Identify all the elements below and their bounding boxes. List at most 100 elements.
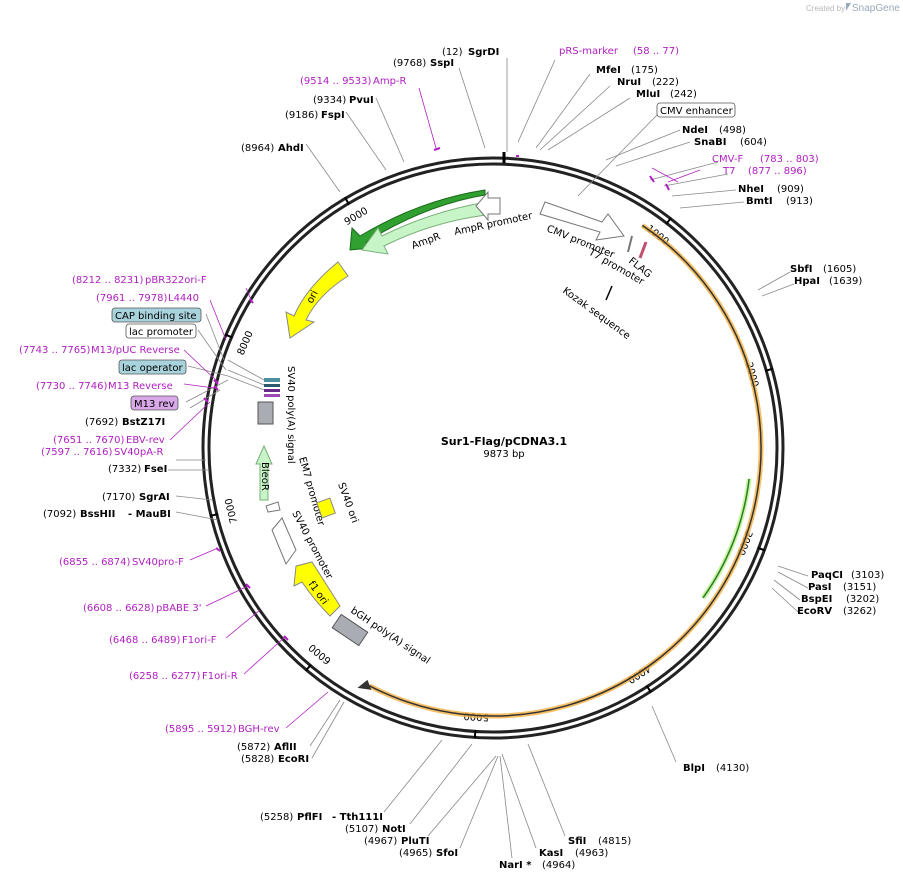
primer-bgh-rev[interactable]: BGH-rev: [238, 724, 280, 735]
site-paqci-pos: (3103): [851, 570, 884, 581]
primer-ebv-rev-range: (7651 .. 7670): [53, 435, 125, 446]
site-sgrdi[interactable]: SgrDI: [468, 47, 499, 58]
sv40-polya-block: [257, 401, 274, 425]
site-fspi[interactable]: FspI: [321, 110, 345, 121]
site-ahdi-pos: (8964): [241, 143, 274, 154]
site-noti[interactable]: NotI: [382, 824, 406, 835]
ampr-outer-arrow: [349, 189, 486, 251]
primer-f1ori-r[interactable]: F1ori-R: [202, 671, 238, 682]
site-snabi[interactable]: SnaBI: [694, 137, 726, 148]
t7-promoter-mark: [627, 235, 633, 253]
insert-arc: [357, 223, 764, 719]
site-ndei[interactable]: NdeI: [682, 125, 708, 136]
site-sbfi[interactable]: SbfI: [790, 264, 812, 275]
site-ahdi[interactable]: AhdI: [278, 143, 304, 154]
primer-prs-marker-range: (58 .. 77): [633, 46, 679, 57]
cmv-enhancer-label[interactable]: CMV enhancer: [660, 106, 734, 117]
lac-operator-mark: [264, 389, 280, 392]
primer-marks: [203, 147, 670, 641]
primer-sv40pro-f[interactable]: SV40pro-F: [132, 557, 184, 568]
tick-mark: [344, 196, 350, 205]
plasmid-length: 9873 bp: [483, 449, 524, 460]
site-bspei-pos: (3202): [846, 594, 879, 605]
site-maubi[interactable]: - MauBI: [128, 509, 171, 520]
m13-rev-box: [130, 395, 179, 411]
site-kasi[interactable]: KasI: [539, 848, 563, 859]
site-sfii[interactable]: SfiI: [568, 836, 586, 847]
site-sgrdi-pos: (12): [442, 47, 463, 58]
site-nrui[interactable]: NruI: [617, 77, 641, 88]
site-nhei[interactable]: NheI: [738, 184, 764, 195]
primer-pbabe-3[interactable]: pBABE 3': [156, 603, 202, 614]
site-nari-pos: (4964): [542, 860, 575, 871]
site-pasi-pos: (3151): [843, 582, 876, 593]
site-bsshii-pos: (7092): [43, 509, 76, 520]
site-bspei[interactable]: BspEI: [801, 594, 832, 605]
site-tth111i[interactable]: - Tth111I: [332, 812, 383, 823]
sv40-ori-label: SV40 ori: [335, 481, 360, 524]
site-mlui[interactable]: MluI: [636, 89, 660, 100]
bleor-label: BleoR: [259, 462, 270, 491]
primer-sv40pro-f-range: (6855 .. 6874): [59, 557, 131, 568]
primer-amp-r[interactable]: Amp-R: [373, 76, 407, 87]
site-fsei[interactable]: FseI: [144, 464, 167, 475]
kozak-label: Kozak sequence: [560, 286, 632, 342]
primer-sv40pa-r[interactable]: SV40pA-R: [114, 447, 163, 458]
leader-lines: [168, 58, 809, 859]
site-blpi[interactable]: BlpI: [683, 763, 705, 774]
primer-t7[interactable]: T7: [722, 166, 735, 177]
primer-m13-reverse-range: (7730 .. 7746): [36, 381, 108, 392]
site-aflii[interactable]: AflII: [274, 742, 297, 753]
primer-ebv-rev[interactable]: EBV-rev: [126, 435, 165, 446]
site-ecorv-pos: (3262): [843, 606, 876, 617]
lac-operator-label[interactable]: lac operator: [122, 363, 183, 374]
tick-label: 9000: [343, 206, 371, 228]
cap-binding-site-label[interactable]: CAP binding site: [115, 311, 197, 322]
site-pluti-pos: (4967): [364, 836, 397, 847]
site-sgrai[interactable]: SgrAI: [139, 492, 170, 503]
lac-promoter-box: [125, 323, 197, 339]
site-bmti[interactable]: BmtI: [746, 196, 773, 207]
site-hpai[interactable]: HpaI: [794, 276, 820, 287]
primer-m13-puc-reverse[interactable]: M13/pUC Reverse: [91, 345, 180, 356]
primer-prs-marker[interactable]: pRS-marker: [559, 46, 619, 57]
tick-label: 7000: [224, 497, 241, 524]
site-nhei-pos: (909): [777, 184, 804, 195]
site-pvui-pos: (9334): [313, 95, 346, 106]
primer-leader-lines: [169, 87, 701, 729]
site-ndei-pos: (498): [719, 125, 746, 136]
site-ecori[interactable]: EcoRI: [278, 754, 309, 765]
site-snabi-pos: (604): [740, 137, 767, 148]
site-nari[interactable]: NarI *: [499, 860, 532, 871]
site-ecorv[interactable]: EcoRV: [797, 606, 832, 617]
site-pvui[interactable]: PvuI: [349, 95, 374, 106]
site-paqci[interactable]: PaqCI: [811, 570, 843, 581]
primer-cmv-f[interactable]: CMV-F: [712, 154, 743, 165]
site-pasi[interactable]: PasI: [808, 582, 831, 593]
primer-l4440[interactable]: L4440: [168, 293, 199, 304]
site-bsshii[interactable]: BssHII: [80, 509, 115, 520]
primer-m13-reverse[interactable]: M13 Reverse: [108, 381, 173, 392]
primer-f1ori-f[interactable]: F1ori-F: [182, 635, 217, 646]
m13-rev-label[interactable]: M13 rev: [134, 399, 175, 410]
site-mfei[interactable]: MfeI: [596, 65, 621, 76]
bgh-block: [331, 613, 369, 647]
primer-pbabe-3-range: (6608 .. 6628): [83, 603, 155, 614]
primer-pbr322ori-f[interactable]: pBR322ori-F: [145, 275, 207, 286]
site-sspi[interactable]: SspI: [430, 58, 454, 69]
primer-bgh-rev-range: (5895 .. 5912): [165, 724, 237, 735]
site-blpi-pos: (4130): [716, 763, 749, 774]
cap-binding-site-box: [111, 307, 202, 323]
site-pflfi[interactable]: PflFI: [297, 812, 322, 823]
site-pluti[interactable]: PluTI: [401, 836, 429, 847]
site-mlui-pos: (242): [670, 89, 697, 100]
plasmid-name: Sur1-Flag/pCDNA3.1: [441, 435, 567, 448]
site-bstz17i[interactable]: BstZ17I: [122, 417, 165, 428]
site-sfoi[interactable]: SfoI: [436, 848, 458, 859]
lac-promoter-label[interactable]: lac promoter: [129, 327, 194, 338]
primer-cmv-f-range: (783 .. 803): [760, 154, 819, 165]
site-fspi-pos: (9186): [285, 110, 318, 121]
cap-site-mark: [264, 378, 280, 382]
primer-m13-puc-reverse-range: (7743 .. 7765): [19, 345, 91, 356]
